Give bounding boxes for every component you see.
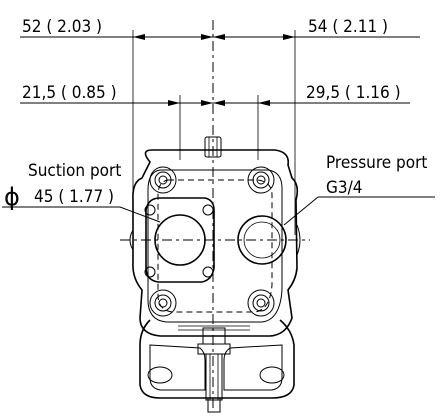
diameter-symbol: ϕ xyxy=(4,183,20,211)
dimension-mid-right: 29,5 ( 1.16 ) xyxy=(306,83,401,103)
suction-port xyxy=(154,214,206,266)
suction-port-diameter: 45 ( 1.77 ) xyxy=(34,187,114,207)
pressure-port-label: Pressure port xyxy=(326,153,427,173)
suction-port-label: Suction port xyxy=(28,161,121,181)
pump-body xyxy=(129,136,301,413)
dimension-lines xyxy=(20,30,420,245)
dimension-mid-left: 21,5 ( 0.85 ) xyxy=(22,83,117,103)
dimension-top-left: 52 ( 2.03 ) xyxy=(22,17,102,37)
pressure-port xyxy=(237,215,287,265)
center-lines xyxy=(120,20,310,410)
dimension-top-right: 54 ( 2.11 ) xyxy=(308,17,388,37)
leader-lines xyxy=(2,196,435,226)
pressure-port-thread: G3/4 xyxy=(326,178,362,198)
corner-bolts xyxy=(149,166,275,317)
